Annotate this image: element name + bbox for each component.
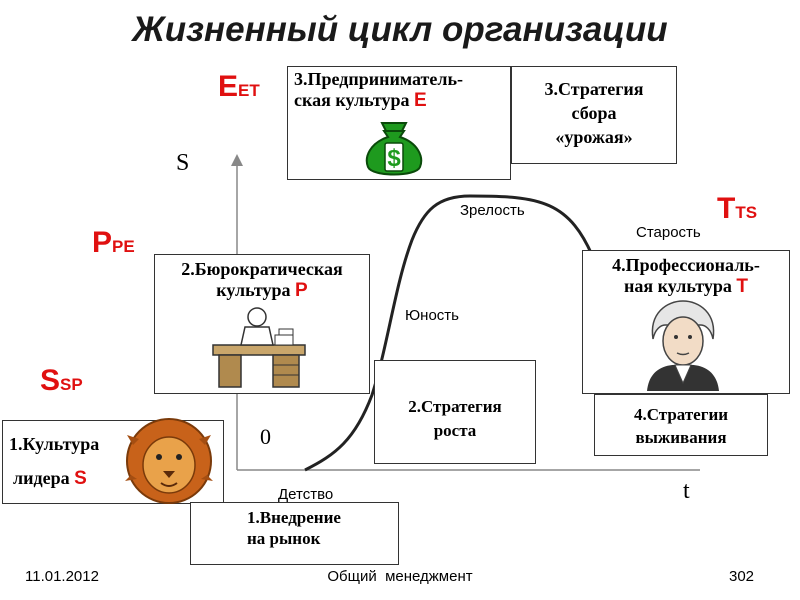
washington-portrait-icon [647,300,719,391]
origin-label: 0 [260,424,271,449]
strategy2-line2: роста [433,421,477,440]
culture4-box: 4.Профессиональ- ная культура T [582,250,790,394]
strategy3-line3: «урожая» [555,127,633,147]
lion-icon [125,418,213,504]
culture4-line1: 4.Профессиональ- [612,255,760,275]
culture1-box: 1.Культура лидера S [2,418,224,504]
strategy4-box: 4.Стратегии выживания [594,394,768,456]
stage-maturity: Зрелость [460,202,525,219]
strategy1-line1: 1.Внедрение [247,508,341,527]
x-axis-label: t [683,478,690,504]
culture2-box: 2.Бюрократическая культура P [154,254,370,394]
page-title: Жизненный цикл организации [132,10,668,49]
strategy1-line2: на рынок [247,529,321,548]
stage-youth: Юность [405,307,459,324]
clerk-at-desk-icon [212,307,306,388]
letter-e-et: EET [218,70,260,103]
culture2-line2: культура P [216,280,308,301]
stage-old-age: Старость [636,224,701,241]
letter-t-ts: TTS [717,192,758,225]
stage-childhood: Детство [278,486,334,503]
footer-date: 11.01.2012 [25,568,99,585]
culture1-line2: лидера S [13,468,87,489]
strategy4-line2: выживания [635,428,727,447]
svg-text:$: $ [387,145,401,172]
strategy2-line1: 2.Стратегия [408,397,502,416]
life-cycle-curve [304,194,597,472]
culture3-line2: ская культура E [294,90,427,111]
culture4-line2: ная культура T [624,276,748,297]
money-bag-icon: $ [365,122,423,176]
culture2-line1: 2.Бюрократическая [181,259,343,279]
culture1-line1: 1.Культура [9,434,100,454]
footer-page-number: 302 [729,568,755,585]
strategy3-line1: 3.Стратегия [544,79,644,99]
footer-course: Общий менеджмент [327,568,473,585]
culture3-line1: 3.Предприниматель- [294,69,463,89]
strategy3-box: 3.Стратегия сбора «урожая» [511,66,677,164]
strategy4-line1: 4.Стратегии [633,405,729,424]
strategy1-box: 1.Внедрение на рынок [190,502,399,565]
strategy2-box: 2.Стратегия роста [374,360,536,464]
strategy3-line2: сбора [571,103,617,123]
y-axis-label: S [176,150,190,176]
culture3-box: 3.Предприниматель- ская культура E $ [287,66,511,180]
letter-p-pe: PPE [92,226,135,259]
letter-s-sp: SSP [40,364,83,397]
y-axis-arrow [231,154,243,166]
